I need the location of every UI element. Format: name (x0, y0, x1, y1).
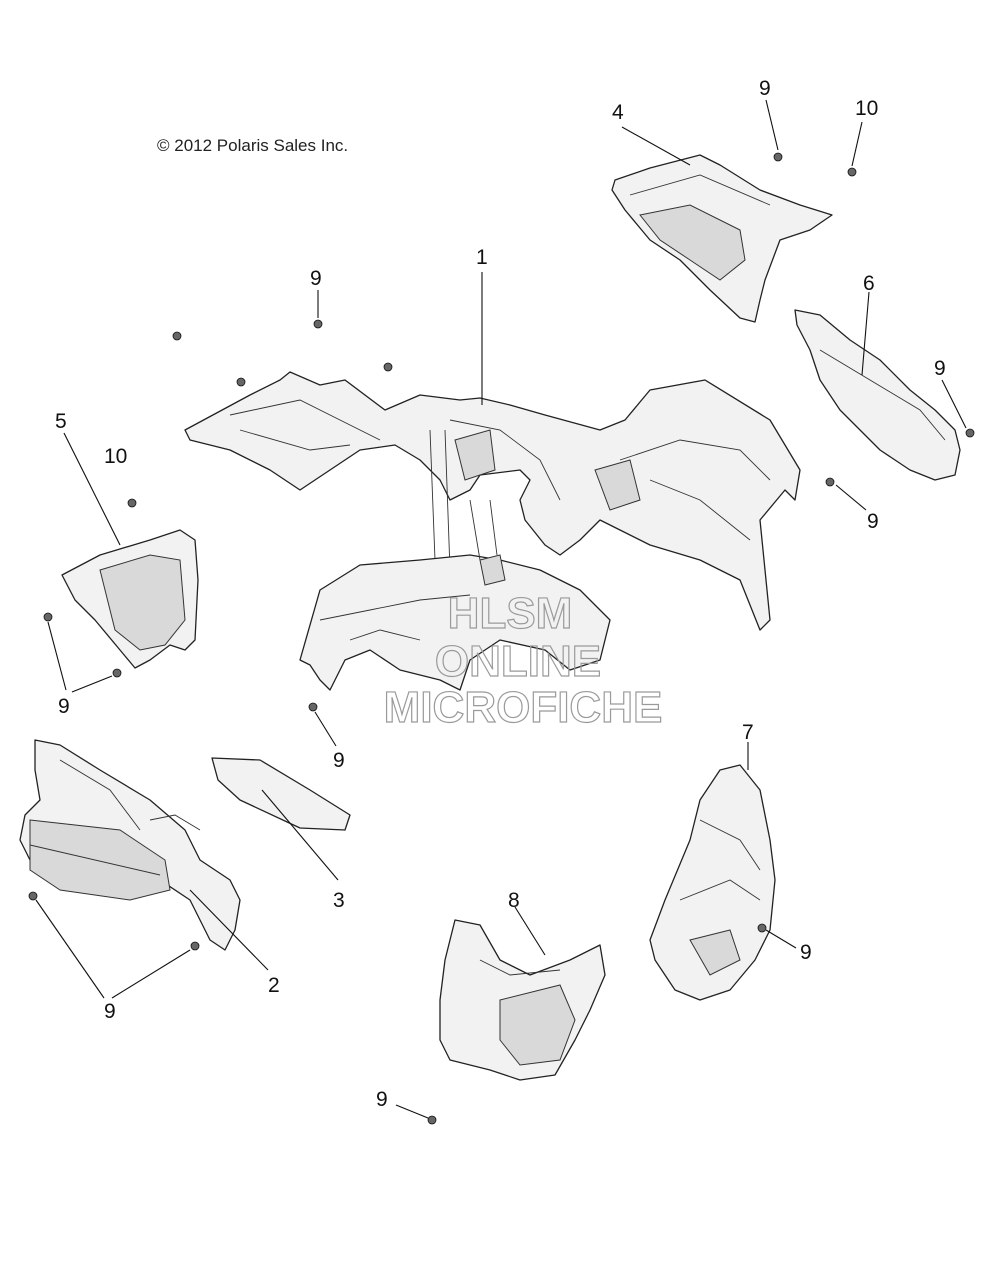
part-7-right-side-panel[interactable] (649, 764, 776, 1001)
screw-icon (847, 167, 857, 177)
watermark-line-1: HLSM (448, 589, 573, 638)
screw-icon (190, 941, 200, 951)
screw-icon (773, 152, 783, 162)
screw-icon (757, 923, 767, 933)
watermark-line-2: ONLINE (435, 637, 601, 686)
callout-1: 1 (476, 246, 488, 269)
screw-icon (825, 477, 835, 487)
part-2-left-side-panel[interactable] (19, 739, 241, 951)
callout-9-upper-left: 9 (310, 267, 322, 290)
part-3-pad[interactable] (211, 757, 351, 831)
callout-4: 4 (612, 101, 624, 124)
screw-icon (28, 891, 38, 901)
screw-icon (383, 362, 393, 372)
screw-icon (965, 428, 975, 438)
callout-labels: 1 2 3 4 5 6 7 8 9 9 9 9 9 9 9 9 9 10 10 (55, 77, 946, 1111)
callout-9-top: 9 (759, 77, 771, 100)
screw-icon (43, 612, 53, 622)
screw-icon (308, 702, 318, 712)
callout-5: 5 (55, 410, 67, 433)
part-6-right-small-panel[interactable] (794, 309, 961, 481)
screw-icon (112, 668, 122, 678)
callout-7: 7 (742, 721, 754, 744)
part-5-left-panel[interactable] (61, 529, 199, 669)
watermark-line-3: MICROFICHE (384, 683, 663, 732)
part-4-upper-panel[interactable] (611, 154, 833, 323)
callout-2: 2 (268, 974, 280, 997)
callout-10-left: 10 (104, 445, 127, 468)
callout-9-bottom: 9 (376, 1088, 388, 1111)
callout-9-right-upper: 9 (934, 357, 946, 380)
copyright-text: © 2012 Polaris Sales Inc. (157, 136, 349, 155)
callout-3: 3 (333, 889, 345, 912)
leader-lines (35, 99, 967, 1119)
callout-9-left-lower: 9 (104, 1000, 116, 1023)
callout-9-left-mid: 9 (58, 695, 70, 718)
watermark: HLSM ONLINE MICROFICHE (383, 588, 663, 732)
callout-9-right-mid: 9 (867, 510, 879, 533)
part-1-lower-structure[interactable] (299, 499, 611, 691)
screw-icon (172, 331, 182, 341)
callout-9-center: 9 (333, 749, 345, 772)
screw-icon (236, 377, 246, 387)
callout-9-right-lower: 9 (800, 941, 812, 964)
callout-6: 6 (863, 272, 875, 295)
part-1-rear-body[interactable] (184, 371, 801, 631)
screw-icon (427, 1115, 437, 1125)
callout-8: 8 (508, 889, 520, 912)
part-8-bottom-shield[interactable] (439, 919, 606, 1081)
screw-icon (127, 498, 137, 508)
callout-10-top: 10 (855, 97, 878, 120)
screw-fasteners (28, 152, 975, 1125)
screw-icon (313, 319, 323, 329)
